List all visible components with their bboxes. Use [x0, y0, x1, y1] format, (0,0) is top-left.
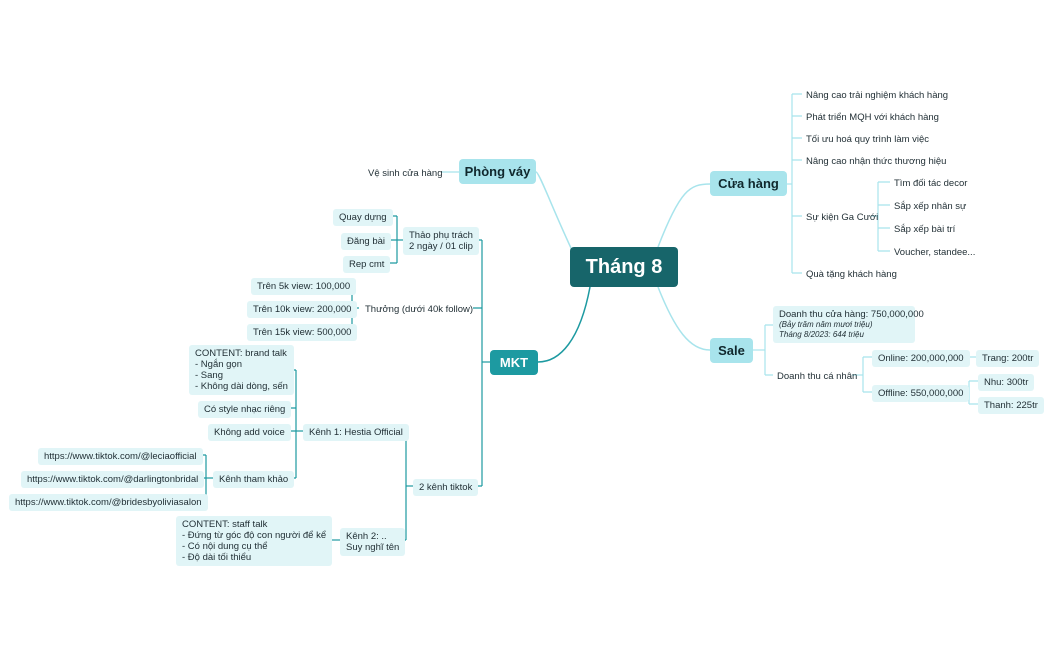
online-revenue[interactable]: Online: 200,000,000: [872, 350, 970, 367]
thao-item[interactable]: Đăng bài: [341, 233, 392, 250]
cua-hang-item[interactable]: Tối ưu hoá quy trình làm việc: [806, 134, 930, 145]
thao-item[interactable]: Quay dựng: [333, 209, 393, 226]
reference-link[interactable]: https://www.tiktok.com/@darlingtonbridal: [21, 471, 205, 488]
lines-cuahang: [787, 93, 890, 274]
branch-cua-hang[interactable]: Cửa hàng: [710, 171, 787, 196]
doanh-thu-cua-hang-label: Doanh thu cửa hàng: 750,000,000: [779, 309, 924, 320]
doanh-thu-ca-nhan[interactable]: Doanh thu cá nhân: [777, 371, 858, 382]
thuong-item[interactable]: Trên 15k view: 500,000: [247, 324, 358, 341]
cua-hang-item[interactable]: Nâng cao nhận thức thương hiệu: [806, 156, 947, 167]
kenh-1-voice[interactable]: Không add voice: [208, 424, 291, 441]
reference-link[interactable]: https://www.tiktok.com/@bridesbyoliviasa…: [9, 494, 208, 511]
doanh-thu-note-words: (Bảy trăm năm mươi triệu): [779, 320, 873, 329]
branch-sale[interactable]: Sale: [710, 338, 753, 363]
kenh-tham-khao[interactable]: Kênh tham khảo: [213, 471, 295, 488]
kenh-1[interactable]: Kênh 1: Hestia Official: [303, 424, 409, 441]
thao-phu-trach[interactable]: Thảo phụ trách 2 ngày / 01 clip: [403, 227, 479, 255]
reference-link[interactable]: https://www.tiktok.com/@leciaofficial: [38, 448, 203, 465]
thuong-item[interactable]: Trên 5k view: 100,000: [251, 278, 357, 295]
kenh-2[interactable]: Kênh 2: .. Suy nghĩ tên: [340, 528, 406, 556]
su-kien-item[interactable]: Sắp xếp bài trí: [894, 224, 956, 235]
cua-hang-item[interactable]: Nâng cao trải nghiệm khách hàng: [806, 90, 949, 101]
kenh-2-content[interactable]: CONTENT: staff talk - Đứng từ góc độ con…: [176, 516, 333, 566]
line-root-mkt: [537, 286, 591, 363]
thuong-bonus[interactable]: Thưởng (dưới 40k follow): [365, 304, 474, 315]
tiktok-channels[interactable]: 2 kênh tiktok: [413, 479, 479, 496]
online-person[interactable]: Trang: 200tr: [976, 350, 1040, 367]
line-root-sale: [657, 286, 711, 351]
doanh-thu-note-previous: Tháng 8/2023: 644 triệu: [779, 330, 864, 339]
su-kien-item[interactable]: Voucher, standee...: [894, 247, 976, 258]
doanh-thu-cua-hang[interactable]: Doanh thu cửa hàng: 750,000,000 (Bảy tră…: [773, 306, 924, 343]
thuong-item[interactable]: Trên 10k view: 200,000: [247, 301, 358, 318]
su-kien-ga-cuoi[interactable]: Sự kiện Ga Cưới: [806, 212, 879, 223]
line-root-cuahang: [657, 183, 711, 248]
branch-mkt[interactable]: MKT: [490, 350, 538, 375]
branch-phong-vay[interactable]: Phòng váy: [459, 159, 536, 184]
kenh-1-style[interactable]: Có style nhạc riêng: [198, 401, 292, 418]
thao-item[interactable]: Rep cmt: [343, 256, 391, 273]
offline-person[interactable]: Nhu: 300tr: [978, 374, 1035, 391]
phong-vay-item[interactable]: Vệ sinh cửa hàng: [368, 168, 443, 179]
su-kien-item[interactable]: Tìm đối tác decor: [894, 178, 968, 189]
offline-person[interactable]: Thanh: 225tr: [978, 397, 1044, 414]
root-node[interactable]: Tháng 8: [570, 247, 678, 287]
su-kien-item[interactable]: Sắp xếp nhân sự: [894, 201, 967, 212]
cua-hang-item[interactable]: Quà tặng khách hàng: [806, 269, 897, 280]
cua-hang-item[interactable]: Phát triển MQH với khách hàng: [806, 112, 939, 123]
kenh-1-content[interactable]: CONTENT: brand talk - Ngắn gọn - Sang - …: [189, 345, 294, 395]
offline-revenue[interactable]: Offline: 550,000,000: [872, 385, 970, 402]
